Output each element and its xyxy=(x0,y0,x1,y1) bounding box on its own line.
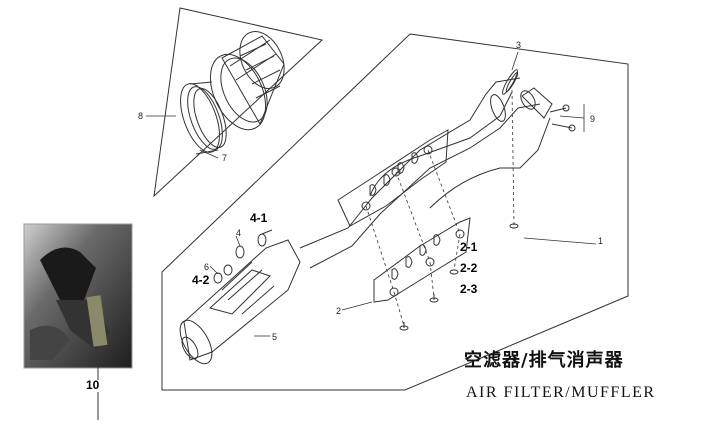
diagram-title-en: AIR FILTER/MUFFLER xyxy=(466,384,656,401)
exhaust-pipe xyxy=(299,77,551,269)
exhaust-gasket xyxy=(502,69,519,95)
air-filter-panel xyxy=(146,7,324,198)
callout-3: 3 xyxy=(516,40,521,50)
muffler xyxy=(179,239,301,365)
leader-7 xyxy=(199,149,219,159)
exhaust-panel xyxy=(161,33,629,391)
callout-1: 1 xyxy=(598,236,603,246)
callout-5: 5 xyxy=(272,332,277,342)
callout-9: 9 xyxy=(590,114,595,124)
callout-2-3: 2-3 xyxy=(460,282,478,296)
heat-shield-upper xyxy=(337,129,449,227)
photo-inset xyxy=(23,223,133,420)
callout-2-2: 2-2 xyxy=(460,261,478,275)
air-filter-cone xyxy=(209,31,285,131)
shield-bolts xyxy=(399,223,519,331)
callout-4-1: 4-1 xyxy=(250,211,268,225)
callout-2: 2 xyxy=(336,306,341,316)
clamp-ring xyxy=(180,81,227,155)
exhaust-flange xyxy=(520,87,576,132)
callout-8: 8 xyxy=(138,111,143,121)
callout-6: 6 xyxy=(204,262,209,272)
callout-7: 7 xyxy=(222,153,227,163)
leaders xyxy=(209,51,597,337)
callout-4-2: 4-2 xyxy=(192,273,210,287)
assembly-lines xyxy=(365,89,515,327)
muffler-bolts xyxy=(213,229,273,284)
callout-10: 10 xyxy=(86,378,100,392)
callout-2-1: 2-1 xyxy=(460,240,478,254)
diagram-title-cn: 空滤器/排气消声器 xyxy=(464,350,624,371)
heat-shield-lower xyxy=(373,217,471,303)
callout-4: 4 xyxy=(236,228,241,238)
